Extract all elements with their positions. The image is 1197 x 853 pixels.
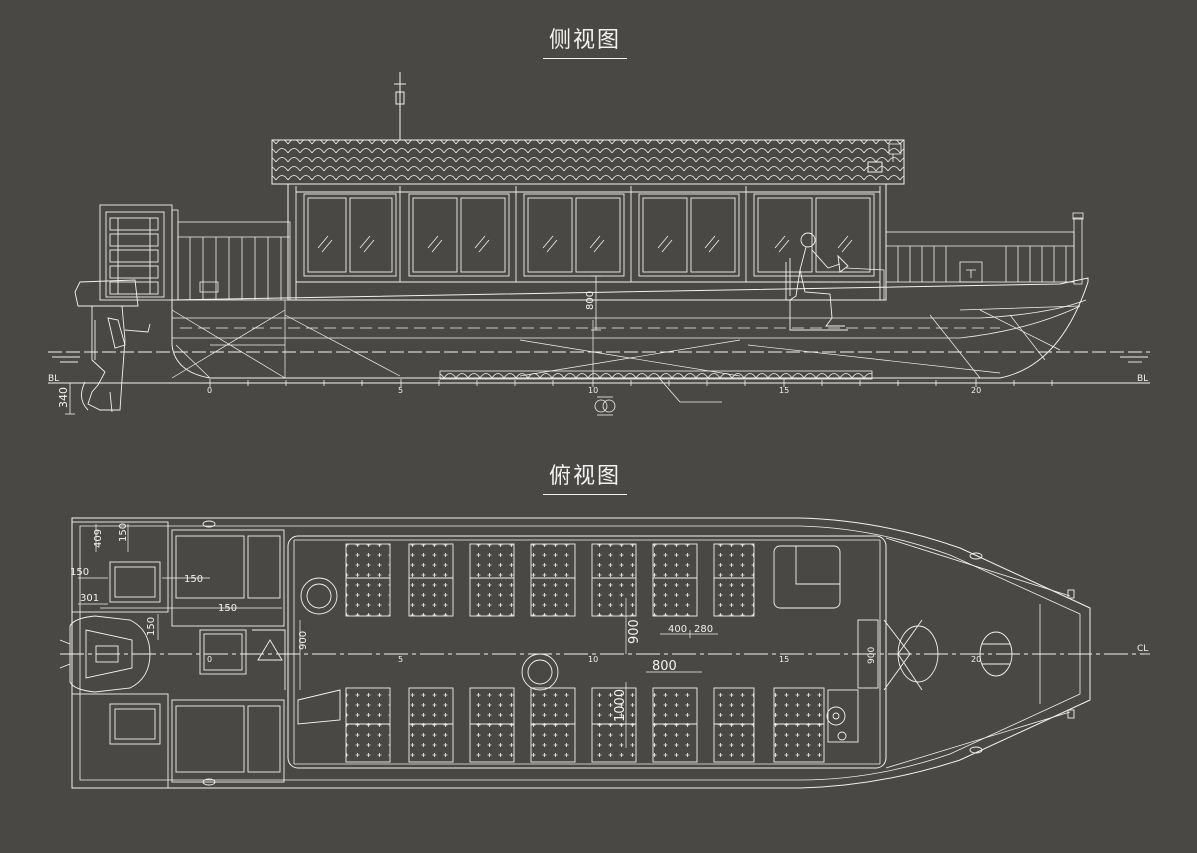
seat xyxy=(591,687,637,763)
side-view: BL BL 0 5 10 15 20 xyxy=(48,72,1150,416)
deck-cleats xyxy=(202,520,1075,786)
centerline-label: CL xyxy=(1137,644,1148,654)
top-cabin-wall xyxy=(293,539,881,765)
seat xyxy=(469,543,515,617)
dim-label: 400 xyxy=(668,624,687,635)
roof-fitting xyxy=(888,143,902,162)
seat xyxy=(652,687,698,763)
seat xyxy=(408,543,454,617)
station-label: 10 xyxy=(588,386,598,395)
seat xyxy=(652,543,698,617)
baseline-label-left: BL xyxy=(48,374,59,384)
dim-label: 409 xyxy=(93,529,104,548)
top-hull-outline xyxy=(71,517,1091,789)
seat xyxy=(408,687,454,763)
seats-upper-row xyxy=(345,543,755,617)
station-label: 0 xyxy=(207,386,212,395)
bow-railing xyxy=(885,212,1084,285)
dim-label: 1000 xyxy=(613,689,628,722)
cabin-height-dimension xyxy=(591,275,601,331)
deck-line xyxy=(172,299,1087,319)
antenna xyxy=(394,72,406,140)
side-view-title: 侧视图 xyxy=(530,22,640,59)
station-label: 5 xyxy=(398,386,403,395)
top-view-title-text: 俯视图 xyxy=(542,458,627,495)
station-label: 20 xyxy=(971,386,981,395)
station-label: 5 xyxy=(398,655,403,664)
dim-label: 900 xyxy=(298,631,309,650)
window-glare xyxy=(317,235,853,253)
chine-line xyxy=(172,305,1081,339)
seat xyxy=(345,687,391,763)
baseline-ticks xyxy=(209,379,1053,387)
top-view: CL 0 5 10 15 20 xyxy=(59,517,1150,789)
dim-label: 150 xyxy=(146,617,157,636)
roof-lamp xyxy=(867,161,883,173)
dim-label: 800 xyxy=(652,659,677,674)
stern-railing xyxy=(171,209,291,301)
draft-dim-label: 340 xyxy=(57,387,70,408)
seat xyxy=(591,543,637,617)
seat xyxy=(530,687,576,763)
top-bow-flare xyxy=(885,537,1071,769)
aft-dimension-lines xyxy=(78,524,301,690)
helmsman-figure xyxy=(785,232,849,331)
dim-label: 150 xyxy=(184,574,203,585)
cabin-dim-labels: 400 280 900 800 1000 900 xyxy=(613,619,877,722)
waterline xyxy=(48,351,1150,363)
cabin-windows xyxy=(295,186,881,300)
helm-wheel xyxy=(826,689,859,743)
helm-console xyxy=(845,267,885,301)
top-cabin xyxy=(287,535,887,769)
top-station-labels: 0 5 10 15 20 xyxy=(207,655,981,664)
hull-frames xyxy=(171,300,1081,379)
side-station-labels: 0 5 10 15 20 xyxy=(207,386,981,395)
draft-dimension xyxy=(65,382,75,415)
baseline-label-right: BL xyxy=(1137,374,1148,384)
seat xyxy=(469,687,515,763)
outboard-top xyxy=(59,615,151,693)
side-view-title-text: 侧视图 xyxy=(542,22,627,59)
seats-lower-row xyxy=(345,687,825,763)
top-view-title: 俯视图 xyxy=(522,458,648,495)
aft-deck xyxy=(71,521,286,789)
seat xyxy=(713,543,755,617)
aft-dim-labels: 409 150 150 150 301 150 150 900 xyxy=(70,523,309,650)
seat xyxy=(713,687,755,763)
station-label: 20 xyxy=(971,655,981,664)
station-label: 0 xyxy=(207,655,212,664)
stern-rack xyxy=(99,204,173,301)
dim-label: 900 xyxy=(867,647,877,664)
top-hull-inner xyxy=(79,525,1081,781)
dim-label: 150 xyxy=(118,523,129,542)
hull-outline xyxy=(171,277,1089,379)
dim-label: 280 xyxy=(694,624,713,635)
seat xyxy=(773,687,825,763)
dim-label: 301 xyxy=(80,593,99,604)
keel-plate xyxy=(439,370,873,380)
bow-fixtures xyxy=(857,619,1013,691)
seat xyxy=(530,543,576,617)
dim-label: 900 xyxy=(627,619,642,644)
outboard-engine xyxy=(74,279,151,413)
station-label: 15 xyxy=(779,655,789,664)
keel-leader xyxy=(659,378,722,403)
cabin-height-label: 800 xyxy=(585,291,596,310)
cabin-body xyxy=(287,183,887,301)
cabin-dimension-lines xyxy=(625,598,881,748)
cabin-roof xyxy=(271,139,905,185)
station-label: 10 xyxy=(588,655,598,664)
dim-label: 150 xyxy=(70,567,89,578)
seat xyxy=(345,543,391,617)
station-label: 15 xyxy=(779,386,789,395)
dim-label: 150 xyxy=(218,603,237,614)
propeller-symbol xyxy=(594,396,616,416)
